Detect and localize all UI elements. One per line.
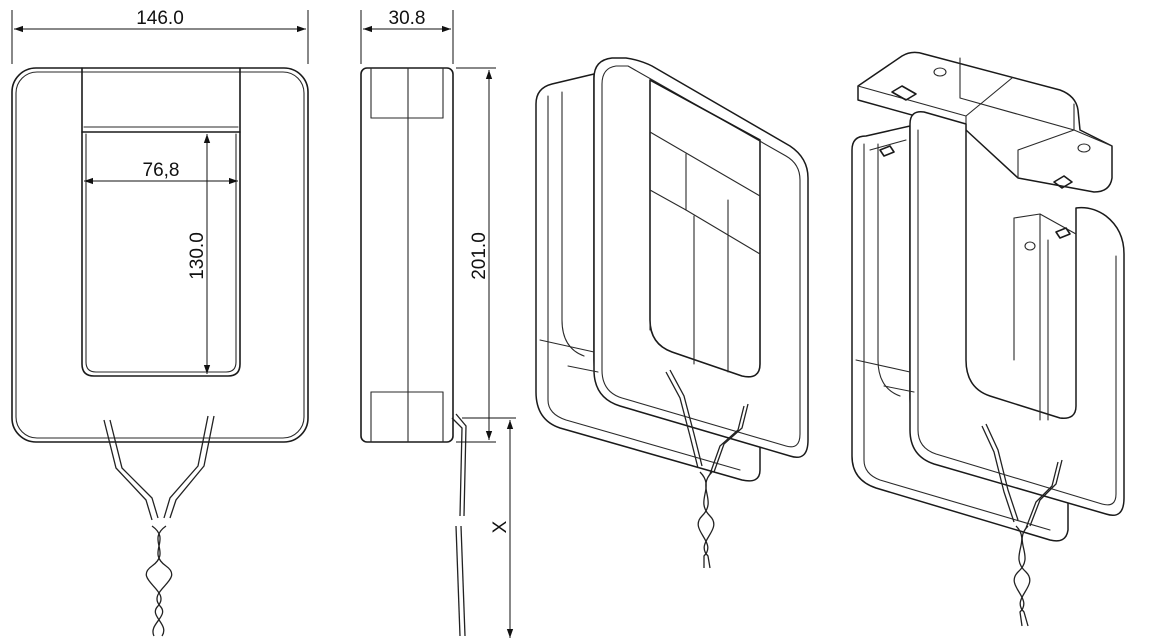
dim-window-height: 130.0 (187, 232, 208, 280)
front-view: 146.0 76,8 130.0 (11, 8, 309, 637)
side-view: 30.8 201.0 X (360, 8, 516, 638)
iso-window (649, 79, 761, 378)
front-top-block (81, 67, 241, 133)
isometric-view-open (851, 51, 1125, 627)
side-body (360, 67, 454, 443)
side-lead-wire (451, 413, 467, 637)
front-lead-wires (103, 415, 215, 637)
front-outer-body (11, 67, 309, 443)
dim-depth: 30.8 (389, 8, 426, 29)
iso-open-top-block (857, 51, 1113, 193)
isometric-view-closed (535, 57, 809, 569)
iso-closed-lead-wires (665, 369, 749, 569)
iso-open-lead-wires (981, 423, 1063, 627)
iso-front-face (593, 57, 809, 458)
front-window (81, 131, 241, 377)
dim-lead-length: X (490, 520, 511, 533)
dim-window-width: 76,8 (143, 160, 180, 181)
dim-overall-height: 201.0 (469, 232, 490, 280)
dim-overall-width: 146.0 (136, 8, 184, 29)
iso-open-front-face (909, 111, 1125, 516)
